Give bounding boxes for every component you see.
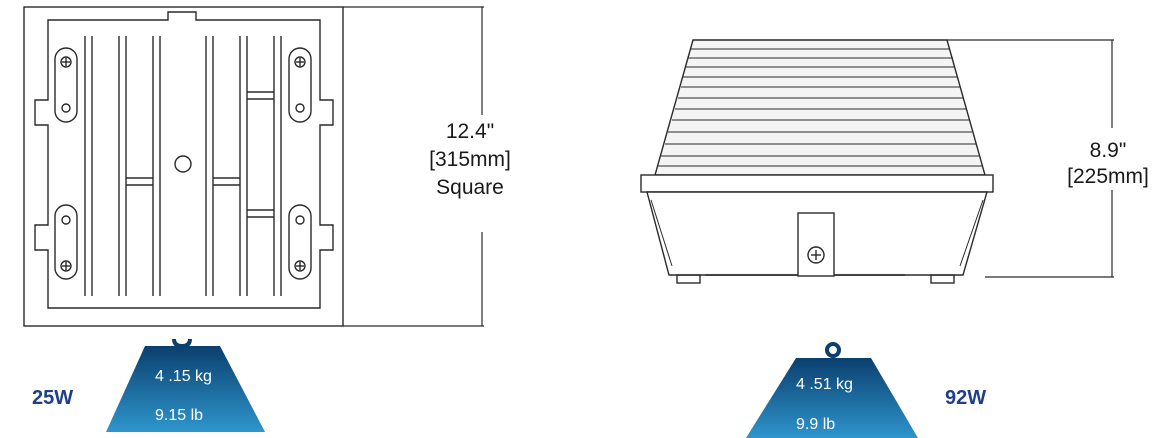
left-dim-metric: [315mm] (429, 148, 511, 171)
right-foot (930, 274, 955, 284)
dome-fins (658, 48, 983, 167)
left-dim-shape: Square (436, 176, 504, 199)
plate-rails (84, 36, 282, 296)
plate-inner-outline (34, 11, 334, 309)
left-weight-lb: 9.15 lb (155, 407, 203, 424)
square-plate-drawing (23, 6, 344, 327)
left-foot (676, 274, 701, 284)
right-weight-icon (746, 342, 918, 438)
left-wattage: 25W (32, 387, 73, 409)
right-dimension-line (947, 39, 1114, 278)
mounting-slots (54, 47, 312, 280)
right-dim-imperial: 8.9" (1090, 139, 1127, 162)
left-dim-imperial: 12.4" (446, 120, 494, 143)
screw-icons (60, 56, 306, 272)
left-weight-kg: 4 .15 kg (155, 368, 212, 385)
collar-band (640, 174, 994, 193)
bracket-screw-icon (807, 246, 825, 264)
side-profile-drawing (640, 39, 994, 284)
center-hole (174, 155, 192, 173)
left-weight-icon (106, 338, 265, 432)
right-wattage: 92W (945, 387, 986, 409)
right-dim-metric: [225mm] (1067, 165, 1149, 188)
left-dimension-line (343, 6, 484, 327)
right-weight-kg: 4 .51 kg (796, 376, 853, 393)
plate-outer-square (23, 6, 344, 327)
mounting-bracket (797, 212, 835, 277)
right-weight-lb: 9.9 lb (796, 416, 835, 433)
finned-dome (654, 39, 986, 176)
